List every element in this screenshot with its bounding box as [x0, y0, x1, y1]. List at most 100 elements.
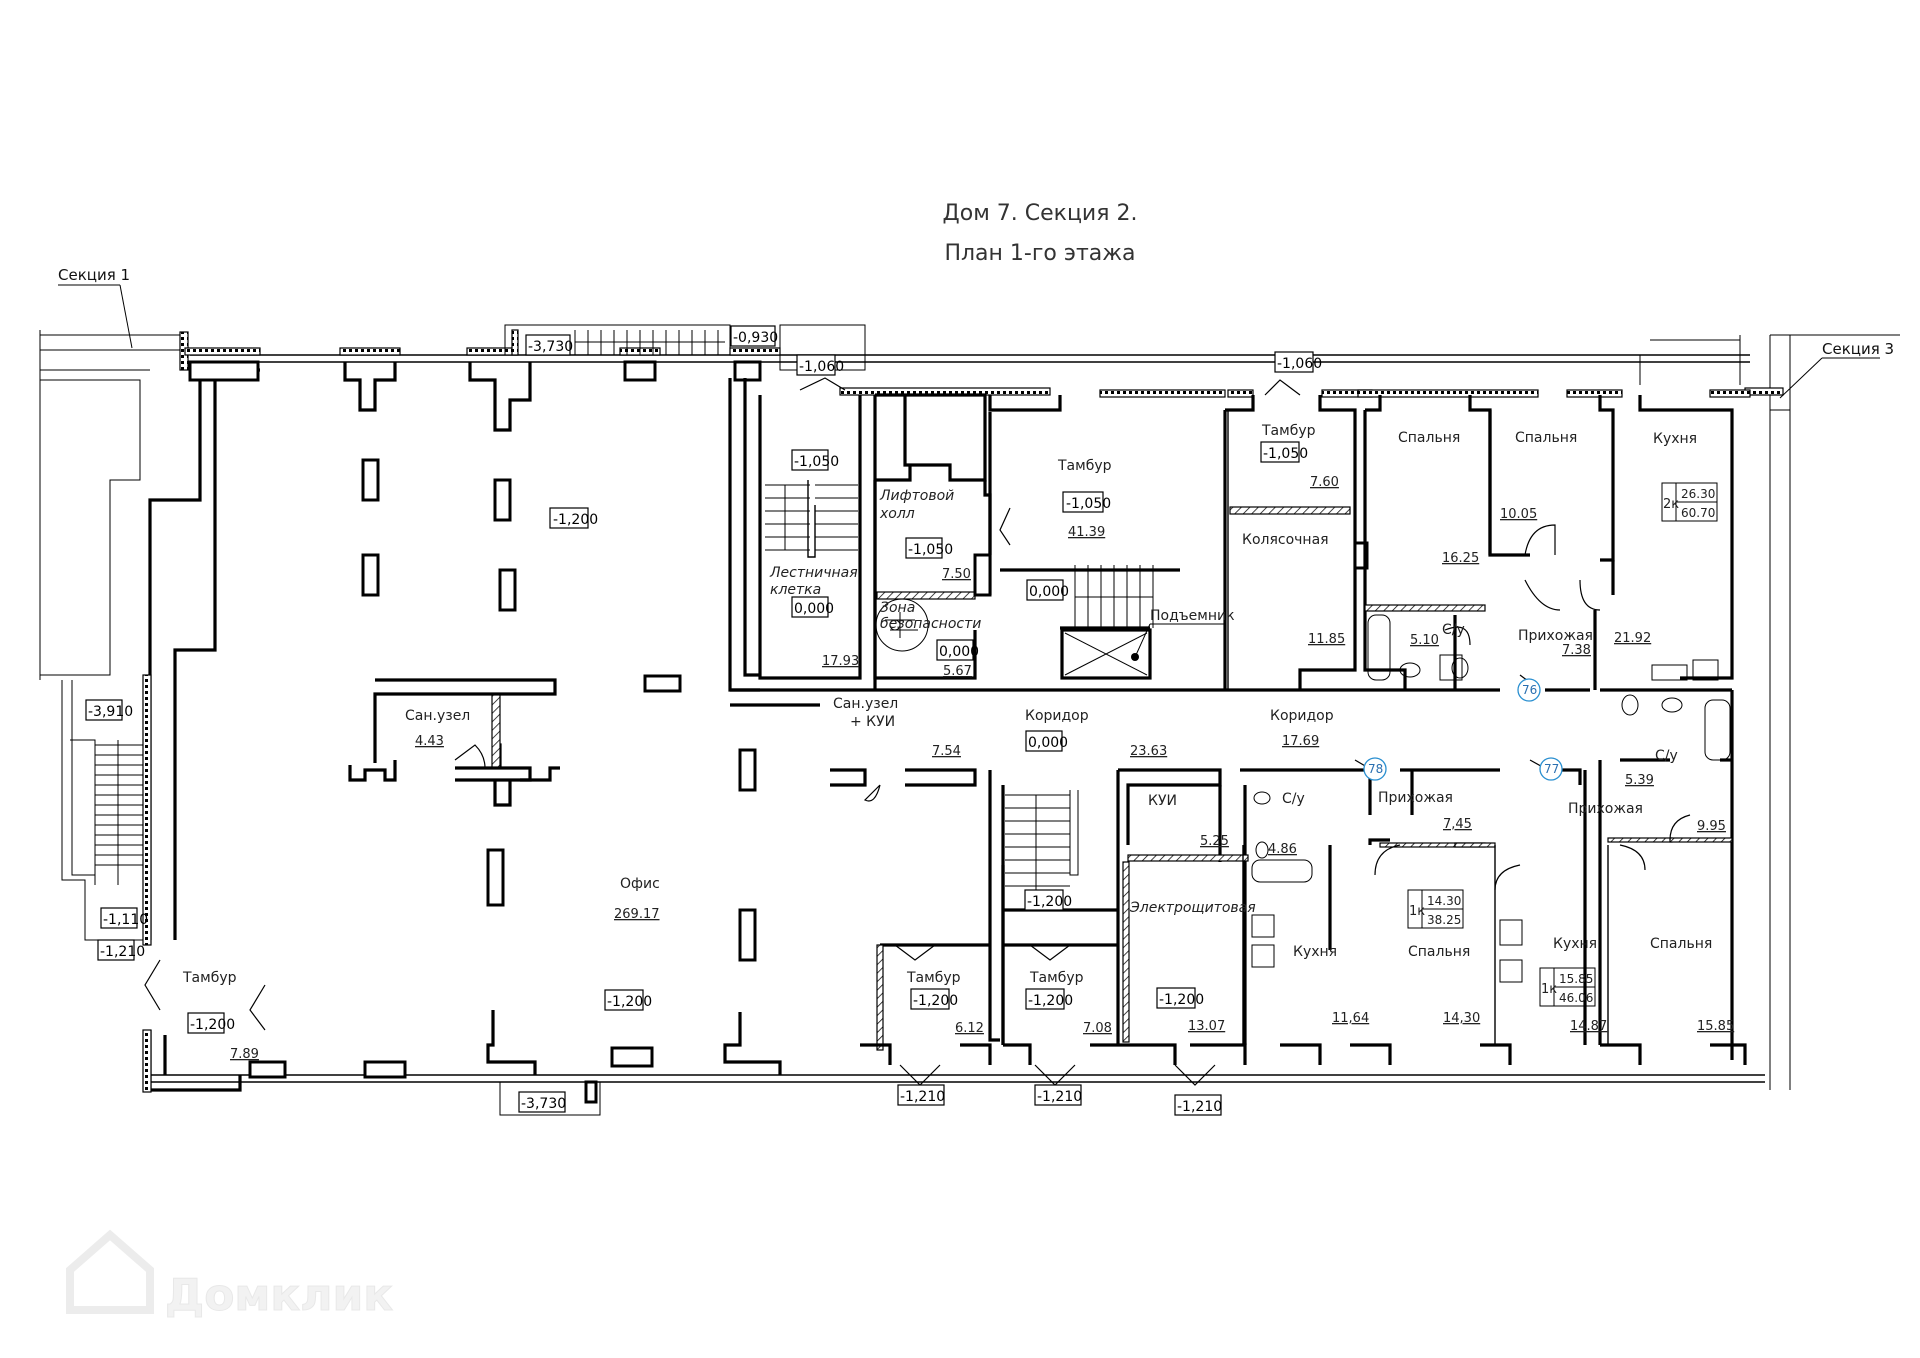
- kui-name: КУИ: [1148, 793, 1177, 809]
- sanuzel-kui-name-1: Сан.узел: [833, 696, 898, 712]
- apt76-summary-box: 2к 26.30 60.70: [1661, 482, 1718, 522]
- apartment-76-walls: [1230, 395, 1734, 692]
- apt76-hall-area: 7.38: [1562, 643, 1591, 658]
- tambur-b2-area: 7.08: [1083, 1021, 1112, 1036]
- apt76-kitchen-area: 21.92: [1614, 631, 1651, 646]
- level-porch-bottom: -3,730: [518, 1091, 566, 1113]
- tambur-left-area: 7.89: [230, 1047, 259, 1062]
- apt77-bath-area: 5.39: [1625, 773, 1654, 788]
- apt77-bedroom-area: 15.85: [1697, 1019, 1734, 1034]
- lift-hall-name-1: Лифтовой: [879, 488, 954, 504]
- apt78-bedroom-area: 14,30: [1443, 1011, 1480, 1026]
- lift-hall-name-2: холл: [879, 506, 915, 522]
- apartment-78[interactable]: С/у 4.86 Прихожая 7,45 Кухня 11,64 Спаль…: [1268, 757, 1480, 1026]
- stair-cell-level-top: -1,050: [791, 449, 839, 471]
- svg-text:0,000: 0,000: [939, 644, 979, 660]
- svg-text:14.30: 14.30: [1427, 894, 1461, 908]
- plan-title-line2: План 1-го этажа: [944, 241, 1135, 266]
- svg-text:38.25: 38.25: [1427, 913, 1461, 927]
- svg-text:0,000: 0,000: [794, 601, 834, 617]
- office-area: 269.17: [614, 907, 660, 922]
- top-porch-stair: [504, 324, 866, 371]
- svg-text:-1,060: -1,060: [799, 359, 844, 375]
- svg-text:-3,730: -3,730: [521, 1096, 566, 1112]
- sanuzel-kui-name-2: + КУИ: [850, 714, 895, 730]
- office-name: Офис: [620, 876, 660, 892]
- level-left-stair-top: -3,910: [85, 699, 133, 721]
- svg-text:-1,050: -1,050: [1263, 446, 1308, 462]
- level-porch-top: -3,730: [525, 334, 573, 356]
- svg-text:0,000: 0,000: [1029, 584, 1069, 600]
- tambur-small-level: -1,050: [1260, 441, 1308, 463]
- adjacent-section-1: [39, 330, 189, 680]
- apt76-bedroom1-area: 16.25: [1442, 551, 1479, 566]
- svg-text:46.06: 46.06: [1559, 991, 1593, 1005]
- office-level-top: -1,200: [549, 507, 598, 529]
- apt76-hall-name: Прихожая: [1518, 628, 1593, 644]
- apt77-bath-name: С/у: [1655, 748, 1678, 764]
- apartment-76[interactable]: Спальня 16.25 Спальня 10.05 Кухня 21.92 …: [1398, 430, 1718, 702]
- corridor-right-name: Коридор: [1270, 708, 1334, 724]
- safety-zone-name-2: безопасности: [880, 616, 981, 632]
- apt76-bedroom2-name: Спальня: [1515, 430, 1577, 446]
- apt76-bath-area: 5.10: [1410, 633, 1439, 648]
- tambur-left-name: Тамбур: [182, 970, 237, 986]
- svg-text:-1,200: -1,200: [1027, 894, 1072, 910]
- bathroom-fixtures: [1251, 614, 1731, 883]
- tambur-left-level: -1,200: [187, 1012, 235, 1034]
- apt78-bath-area: 4.86: [1268, 842, 1297, 857]
- safety-zone-area: 5.67: [943, 664, 972, 679]
- safety-zone-level: 0,000: [936, 639, 979, 661]
- svg-text:0,000: 0,000: [1028, 735, 1068, 751]
- stroller-room-area: 11.85: [1308, 632, 1345, 647]
- stair-cell-walls: [728, 378, 1230, 707]
- svg-text:Секция 3: Секция 3: [1822, 340, 1894, 358]
- tambur-small-area: 7.60: [1310, 475, 1339, 490]
- lift-label: Подъемник: [1150, 608, 1235, 624]
- wheelchair-icon: [875, 598, 929, 652]
- apt77-kitchen-area: 14.87: [1570, 1019, 1607, 1034]
- svg-text:-3,910: -3,910: [88, 704, 133, 720]
- corridor-center-area: 23.63: [1130, 744, 1167, 759]
- level-left-stair-bottom: -1,110: [100, 907, 148, 929]
- level-entry-top-a: -1,060: [796, 354, 844, 376]
- electro-area: 13.07: [1188, 1019, 1225, 1034]
- section-1-label: Секция 1: [58, 266, 133, 349]
- stair-cell-level: 0,000: [791, 596, 834, 618]
- apt76-kitchen-name: Кухня: [1653, 431, 1697, 447]
- bottom-porch: [499, 1080, 601, 1116]
- svg-text:2к: 2к: [1663, 497, 1679, 512]
- svg-text:-1,200: -1,200: [553, 512, 598, 528]
- svg-text:-1,050: -1,050: [908, 542, 953, 558]
- apt78-hall-name: Прихожая: [1378, 790, 1453, 806]
- apt77-number-badge: 77: [1539, 757, 1563, 781]
- apt78-hall-area: 7,45: [1443, 817, 1472, 832]
- corridor-right-area: 17.69: [1282, 734, 1319, 749]
- kui-area: 5.25: [1200, 834, 1229, 849]
- svg-text:-1,210: -1,210: [100, 944, 145, 960]
- svg-text:76: 76: [1522, 683, 1537, 697]
- lower-stair-level: -1,200: [1024, 889, 1072, 911]
- office-columns: [248, 458, 782, 1079]
- svg-text:Домклик: Домклик: [165, 1270, 393, 1321]
- lower-stair: [1005, 790, 1079, 890]
- apt78-kitchen-area: 11,64: [1332, 1011, 1369, 1026]
- tambur-small-name: Тамбур: [1261, 423, 1316, 439]
- tambur-b1-area: 6.12: [955, 1021, 984, 1036]
- main-tambur-level-low: 0,000: [1026, 579, 1069, 601]
- sanuzel-kui-area: 7.54: [932, 744, 961, 759]
- svg-text:15.85: 15.85: [1559, 972, 1593, 986]
- plan-title-line1: Дом 7. Секция 2.: [943, 201, 1138, 226]
- svg-text:1к: 1к: [1541, 982, 1557, 997]
- left-stair: [61, 680, 143, 941]
- svg-text:-0,930: -0,930: [733, 330, 778, 346]
- apt76-bath-name: С/у: [1442, 622, 1465, 638]
- interior-stair-cell: [765, 480, 858, 558]
- svg-text:-1,060: -1,060: [1277, 356, 1322, 372]
- kitchen-fixtures: [1251, 659, 1719, 983]
- apt77-bedroom-name: Спальня: [1650, 936, 1712, 952]
- apartment-77[interactable]: С/у 5.39 Прихожая 9.95 Кухня 14.87 Спаль…: [1539, 748, 1734, 1034]
- svg-text:77: 77: [1544, 762, 1559, 776]
- bottom-wing-walls: [830, 690, 1747, 1065]
